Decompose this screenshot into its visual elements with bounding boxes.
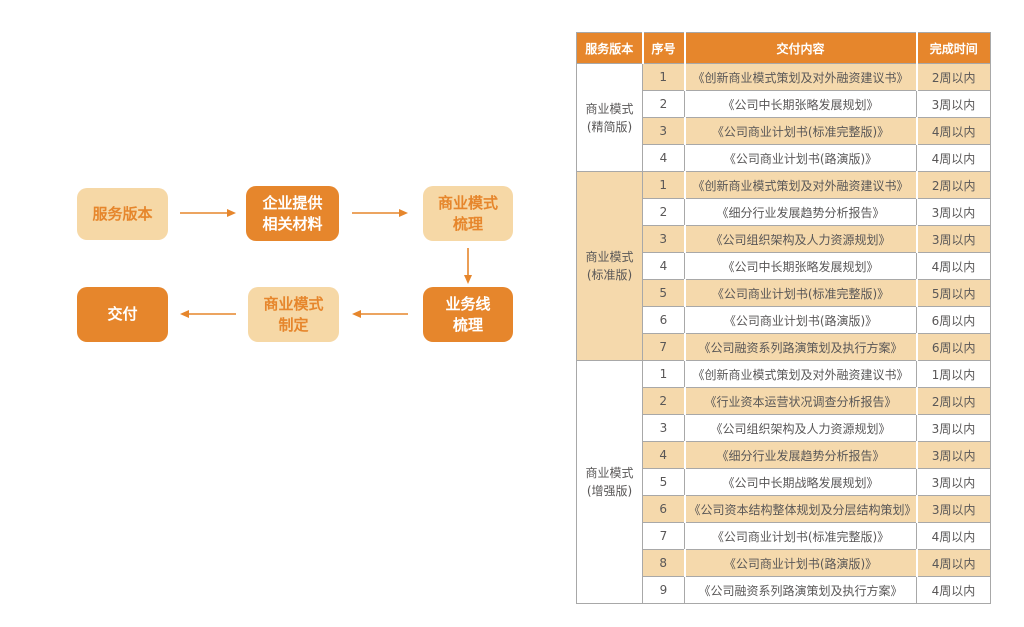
table-row: 商业模式 (增强版)1《创新商业模式策划及对外融资建议书》1周以内 bbox=[576, 360, 991, 604]
service-version-cell: 商业模式 (精简版) bbox=[576, 63, 643, 172]
table-row: 商业模式 (精简版)1《创新商业模式策划及对外融资建议书》2周以内 bbox=[576, 63, 991, 172]
deliverables-table: 服务版本 序号 交付内容 完成时间 商业模式 (精简版)1《创新商业模式策划及对… bbox=[576, 32, 991, 604]
row-number-cell: 3 bbox=[642, 414, 685, 442]
deliverable-cell: 《公司商业计划书(路演版)》 bbox=[683, 549, 917, 577]
row-number-cell: 5 bbox=[642, 279, 685, 307]
completion-time-cell: 6周以内 bbox=[915, 333, 991, 361]
completion-time-cell: 2周以内 bbox=[915, 63, 991, 91]
table-row: 2《行业资本运营状况调查分析报告》2周以内 bbox=[577, 387, 991, 415]
arrow-left-icon bbox=[352, 310, 408, 318]
table-row: 6《公司商业计划书(路演版)》6周以内 bbox=[577, 306, 991, 334]
row-number-cell: 7 bbox=[642, 522, 685, 550]
arrow-down-icon bbox=[464, 248, 472, 284]
completion-time-cell: 4周以内 bbox=[916, 144, 991, 172]
arrow-left-icon bbox=[180, 310, 236, 318]
row-number-cell: 2 bbox=[642, 198, 685, 226]
row-number-cell: 4 bbox=[642, 144, 685, 172]
table-row: 4《细分行业发展趋势分析报告》3周以内 bbox=[577, 441, 991, 469]
flow-node-company-materials: 企业提供 相关材料 bbox=[246, 186, 339, 241]
table-row: 4《公司商业计划书(路演版)》4周以内 bbox=[577, 144, 991, 172]
deliverable-cell: 《公司组织架构及人力资源规划》 bbox=[684, 414, 917, 442]
table-row: 8《公司商业计划书(路演版)》4周以内 bbox=[577, 549, 991, 577]
deliverable-cell: 《创新商业模式策划及对外融资建议书》 bbox=[684, 360, 917, 388]
row-number-cell: 3 bbox=[642, 225, 685, 253]
deliverable-cell: 《行业资本运营状况调查分析报告》 bbox=[683, 387, 917, 415]
row-number-cell: 9 bbox=[642, 576, 685, 604]
deliverable-cell: 《公司商业计划书(路演版)》 bbox=[684, 144, 917, 172]
deliverable-cell: 《公司资本结构整体规划及分层结构策划》 bbox=[683, 495, 917, 523]
deliverable-cell: 《公司融资系列路演策划及执行方案》 bbox=[683, 333, 917, 361]
flow-node-business-model-formulation: 商业模式 制定 bbox=[248, 287, 339, 342]
header-index: 序号 bbox=[641, 32, 685, 64]
deliverable-cell: 《公司商业计划书(标准完整版)》 bbox=[684, 522, 917, 550]
deliverable-cell: 《公司商业计划书(标准完整版)》 bbox=[683, 279, 917, 307]
row-number-cell: 1 bbox=[642, 63, 685, 91]
completion-time-cell: 4周以内 bbox=[916, 522, 991, 550]
row-number-cell: 8 bbox=[642, 549, 685, 577]
completion-time-cell: 3周以内 bbox=[916, 468, 991, 496]
completion-time-cell: 4周以内 bbox=[916, 252, 991, 280]
table-header-row: 服务版本 序号 交付内容 完成时间 bbox=[576, 32, 991, 64]
flow-node-business-model-sorting: 商业模式 梳理 bbox=[423, 186, 513, 241]
arrow-right-icon bbox=[352, 209, 408, 217]
completion-time-cell: 4周以内 bbox=[915, 549, 991, 577]
completion-time-cell: 4周以内 bbox=[916, 576, 991, 604]
table-row: 3《公司商业计划书(标准完整版)》4周以内 bbox=[577, 117, 991, 145]
deliverable-cell: 《公司商业计划书(标准完整版)》 bbox=[683, 117, 917, 145]
row-number-cell: 7 bbox=[642, 333, 685, 361]
completion-time-cell: 3周以内 bbox=[915, 441, 991, 469]
table-row: 6《公司资本结构整体规划及分层结构策划》3周以内 bbox=[577, 495, 991, 523]
deliverable-cell: 《公司中长期战略发展规划》 bbox=[684, 468, 917, 496]
row-number-cell: 3 bbox=[642, 117, 685, 145]
service-version-cell: 商业模式 (标准版) bbox=[576, 171, 643, 361]
row-number-cell: 6 bbox=[642, 495, 685, 523]
deliverable-cell: 《创新商业模式策划及对外融资建议书》 bbox=[683, 63, 917, 91]
completion-time-cell: 2周以内 bbox=[915, 387, 991, 415]
row-number-cell: 4 bbox=[642, 441, 685, 469]
completion-time-cell: 3周以内 bbox=[915, 225, 991, 253]
row-number-cell: 1 bbox=[642, 360, 685, 388]
row-number-cell: 6 bbox=[642, 306, 685, 334]
deliverable-cell: 《公司中长期张略发展规划》 bbox=[684, 90, 917, 118]
table-row: 商业模式 (标准版)1《创新商业模式策划及对外融资建议书》2周以内 bbox=[576, 171, 991, 361]
table-row: 3《公司组织架构及人力资源规划》3周以内 bbox=[577, 414, 991, 442]
completion-time-cell: 4周以内 bbox=[915, 117, 991, 145]
deliverable-cell: 《公司商业计划书(路演版)》 bbox=[684, 306, 917, 334]
row-number-cell: 1 bbox=[642, 171, 685, 199]
deliverable-cell: 《公司组织架构及人力资源规划》 bbox=[683, 225, 917, 253]
row-number-cell: 2 bbox=[642, 90, 685, 118]
completion-time-cell: 6周以内 bbox=[916, 306, 991, 334]
table-row: 3《公司组织架构及人力资源规划》3周以内 bbox=[577, 225, 991, 253]
completion-time-cell: 5周以内 bbox=[915, 279, 991, 307]
deliverable-cell: 《公司融资系列路演策划及执行方案》 bbox=[684, 576, 917, 604]
table-row: 9《公司融资系列路演策划及执行方案》4周以内 bbox=[577, 576, 991, 604]
flow-node-service-version: 服务版本 bbox=[77, 188, 168, 240]
completion-time-cell: 1周以内 bbox=[916, 360, 991, 388]
deliverable-cell: 《公司中长期张略发展规划》 bbox=[684, 252, 917, 280]
completion-time-cell: 3周以内 bbox=[916, 414, 991, 442]
completion-time-cell: 3周以内 bbox=[915, 495, 991, 523]
deliverable-cell: 《细分行业发展趋势分析报告》 bbox=[683, 441, 917, 469]
flow-node-business-line-sorting: 业务线 梳理 bbox=[423, 287, 513, 342]
table-row: 2《细分行业发展趋势分析报告》3周以内 bbox=[577, 198, 991, 226]
table-row: 7《公司商业计划书(标准完整版)》4周以内 bbox=[577, 522, 991, 550]
header-service-version: 服务版本 bbox=[576, 32, 643, 64]
completion-time-cell: 3周以内 bbox=[916, 198, 991, 226]
row-number-cell: 2 bbox=[642, 387, 685, 415]
service-version-cell: 商业模式 (增强版) bbox=[576, 360, 643, 604]
arrow-right-icon bbox=[180, 209, 236, 217]
header-deliverable: 交付内容 bbox=[683, 32, 917, 64]
header-completion-time: 完成时间 bbox=[915, 32, 991, 64]
deliverable-cell: 《细分行业发展趋势分析报告》 bbox=[684, 198, 917, 226]
completion-time-cell: 2周以内 bbox=[915, 171, 991, 199]
table-row: 5《公司中长期战略发展规划》3周以内 bbox=[577, 468, 991, 496]
completion-time-cell: 3周以内 bbox=[916, 90, 991, 118]
table-row: 2《公司中长期张略发展规划》3周以内 bbox=[577, 90, 991, 118]
table-row: 7《公司融资系列路演策划及执行方案》6周以内 bbox=[577, 333, 991, 361]
row-number-cell: 4 bbox=[642, 252, 685, 280]
flow-node-delivery: 交付 bbox=[77, 287, 168, 342]
deliverable-cell: 《创新商业模式策划及对外融资建议书》 bbox=[683, 171, 917, 199]
row-number-cell: 5 bbox=[642, 468, 685, 496]
